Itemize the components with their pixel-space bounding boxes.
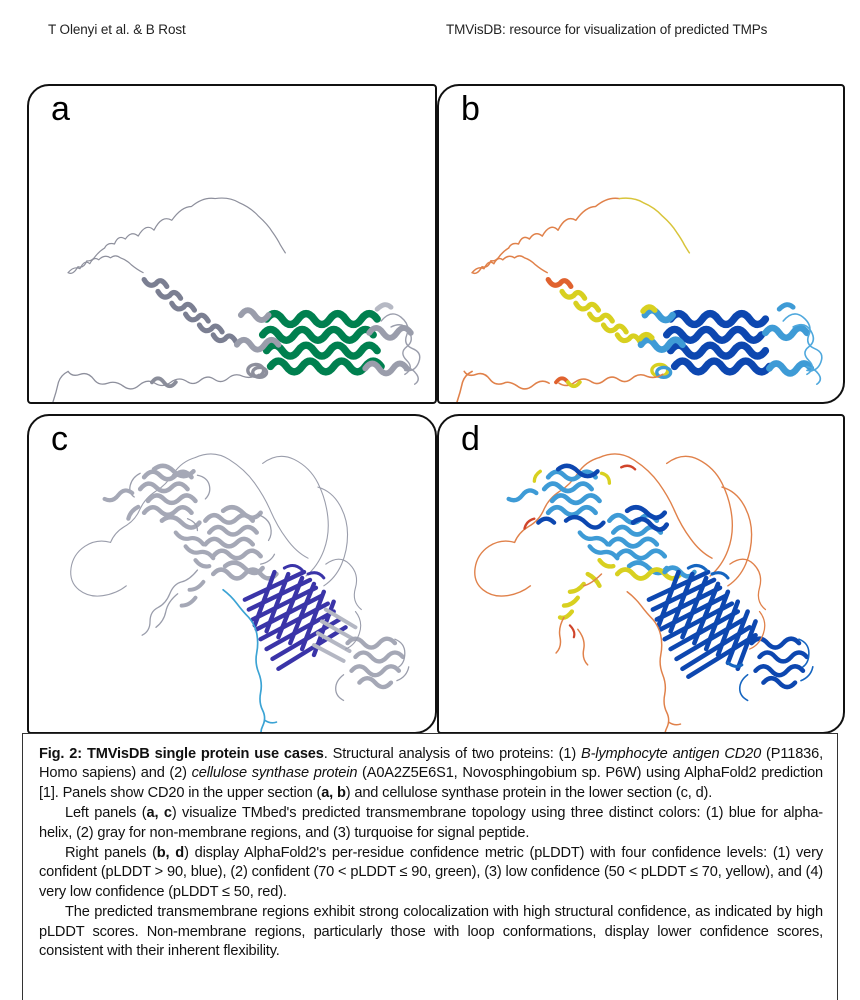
caption-p1-c: (A0A2Z5E6S1, Novosphingobium sp. P6W) us… bbox=[39, 765, 823, 801]
caption-paragraph-4: The predicted transmembrane regions exhi… bbox=[39, 904, 823, 960]
caption-protein-2: cellulose synthase protein bbox=[191, 765, 358, 782]
protein-structure-b bbox=[456, 197, 823, 402]
figure-panel-b: b bbox=[437, 84, 845, 404]
figure-panel-d: d bbox=[437, 414, 845, 734]
caption-p3-a: Right panels ( bbox=[65, 845, 157, 862]
running-head-title: TMVisDB: resource for visualization of p… bbox=[446, 22, 768, 37]
protein-structure-a bbox=[52, 197, 421, 402]
running-head: T Olenyi et al. & B Rost TMVisDB: resour… bbox=[0, 22, 860, 42]
panel-label-c: c bbox=[51, 420, 68, 458]
caption-p1-b: (P11836, Homo sapiens) and (2) bbox=[39, 746, 824, 782]
protein-structure-c bbox=[70, 453, 410, 732]
figure-caption: Fig. 2: TMVisDB single protein use cases… bbox=[22, 733, 838, 1000]
caption-p1-bold: a, b bbox=[321, 784, 346, 801]
caption-protein-1: B-lymphocyte antigen CD20 bbox=[581, 746, 762, 762]
caption-paragraph-3: Right panels (b, d) display AlphaFold2's… bbox=[39, 844, 823, 902]
caption-p1-a: . Structural analysis of two proteins: (… bbox=[323, 746, 582, 762]
panel-label-d: d bbox=[461, 420, 480, 458]
caption-p3-bold: b, d bbox=[156, 845, 185, 862]
caption-p2-b: ) visualize TMbed's predicted transmembr… bbox=[39, 805, 823, 841]
caption-p2-a: Left panels ( bbox=[65, 805, 147, 822]
figure-panel-a: a bbox=[27, 84, 437, 404]
caption-title: Fig. 2: TMVisDB single protein use cases bbox=[39, 746, 324, 762]
panel-label-a: a bbox=[51, 90, 70, 128]
caption-paragraph-1: Fig. 2: TMVisDB single protein use cases… bbox=[39, 745, 823, 803]
running-head-author: T Olenyi et al. & B Rost bbox=[48, 22, 186, 37]
caption-p3-b: ) display AlphaFold2's per-residue confi… bbox=[39, 845, 824, 900]
caption-p1-d: ) and cellulose synthase protein in the … bbox=[345, 784, 713, 801]
figure-panel-c: c bbox=[27, 414, 437, 734]
caption-paragraph-2: Left panels (a, c) visualize TMbed's pre… bbox=[39, 804, 823, 843]
protein-structure-d bbox=[474, 453, 814, 732]
caption-p2-bold: a, c bbox=[146, 805, 172, 822]
panel-label-b: b bbox=[461, 90, 480, 128]
